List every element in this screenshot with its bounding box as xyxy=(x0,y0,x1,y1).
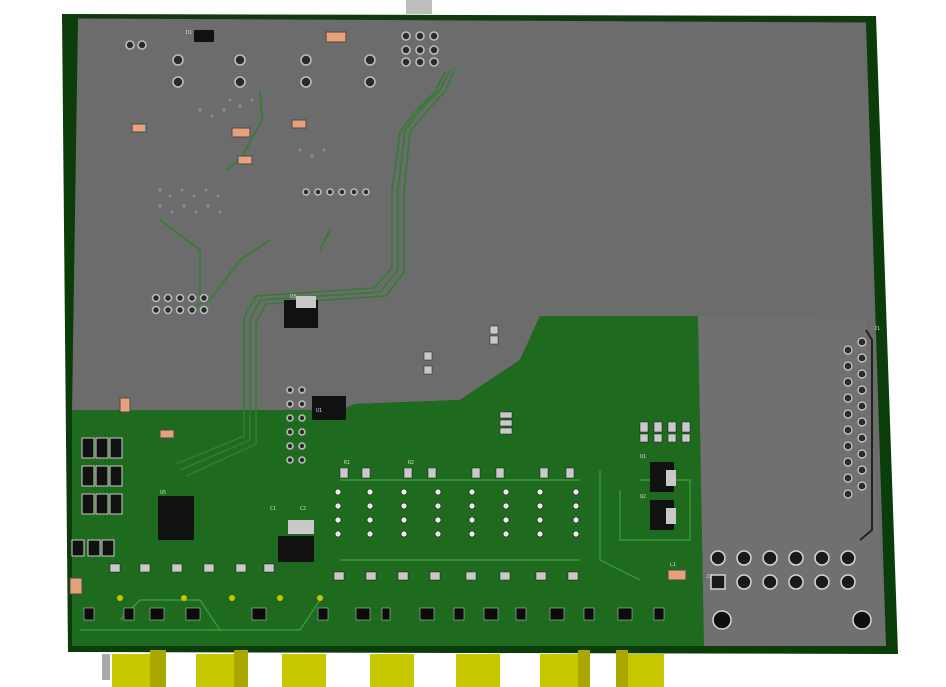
bottom-smd-row xyxy=(83,607,665,621)
ic-u5 xyxy=(158,496,194,540)
ic-vreg xyxy=(278,536,314,562)
via-field xyxy=(158,98,326,214)
silkscreen-labels: D1 U1 U5 U3 J1 J2 C1 C2 R1 R2 Q1 Q2 L1 xyxy=(160,30,880,580)
silk-d1: D1 xyxy=(186,30,192,36)
bottom-vias-yellow xyxy=(117,595,323,601)
copper-pour-right-panel xyxy=(698,316,886,646)
silk-u5: U5 xyxy=(160,490,166,496)
silk-l1: L1 xyxy=(670,562,676,568)
silk-q2: Q2 xyxy=(640,494,646,500)
through-hole-pads-upper xyxy=(125,31,439,464)
silk-c1: C1 xyxy=(270,506,276,512)
signal-traces-lower xyxy=(80,470,691,631)
signal-traces-upper xyxy=(159,67,456,477)
copper-pour-region xyxy=(72,18,886,646)
top-connector xyxy=(406,0,432,14)
silk-j2: J2 xyxy=(706,574,712,580)
edge-connector-trace xyxy=(859,329,873,541)
silk-j1: J1 xyxy=(874,326,880,332)
through-hole-pads-lower xyxy=(334,488,580,538)
smd-passives-upper xyxy=(69,31,687,595)
ic-u1 xyxy=(312,396,346,420)
smd-passives-lower xyxy=(109,325,691,581)
soldermask-lower-region xyxy=(72,316,704,646)
bnc-connectors xyxy=(102,650,664,687)
silk-r2: R2 xyxy=(408,460,414,466)
integrated-circuits xyxy=(158,30,676,562)
silk-q1: Q1 xyxy=(640,454,646,460)
pin-header-grid xyxy=(710,550,872,630)
board-top-edge xyxy=(77,17,867,23)
edge-connector-pins xyxy=(843,337,867,499)
silk-u1: U1 xyxy=(316,408,322,414)
silk-u3: U3 xyxy=(290,294,296,300)
silk-r1: R1 xyxy=(344,460,350,466)
diode-array-left xyxy=(71,437,123,557)
silk-c2: C2 xyxy=(300,506,306,512)
